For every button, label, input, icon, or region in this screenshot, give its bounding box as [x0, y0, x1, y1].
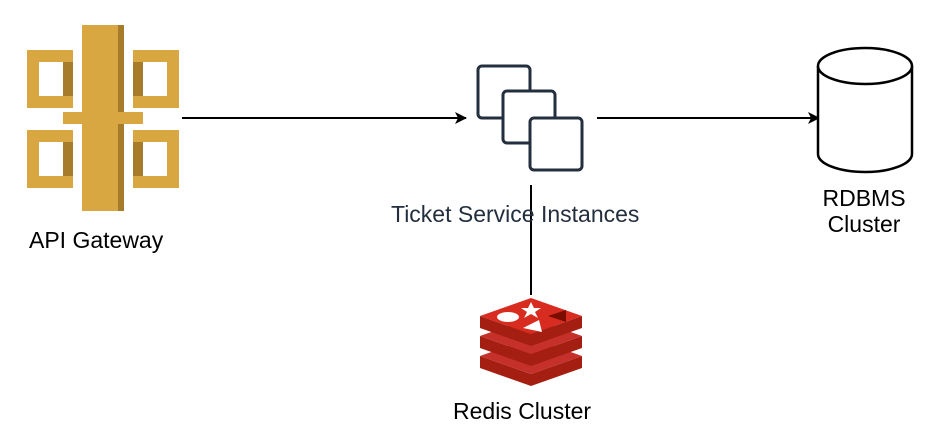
rdbms-label-line2: Cluster [827, 211, 901, 238]
redis-icon [480, 298, 582, 386]
ticket-service-label: Ticket Service Instances [391, 201, 640, 227]
api-gateway-icon [27, 25, 179, 211]
api-gateway-label: API Gateway [29, 227, 164, 253]
rdbms-cluster-label: RDBMS Cluster [796, 185, 932, 238]
service-instances-icon [476, 64, 584, 172]
rdbms-label-line1: RDBMS [822, 185, 906, 211]
database-cylinder-icon [816, 46, 914, 174]
redis-cluster-label: Redis Cluster [453, 398, 592, 424]
